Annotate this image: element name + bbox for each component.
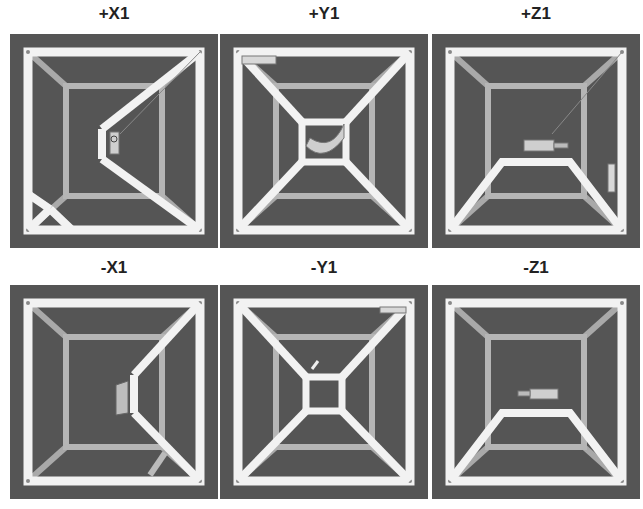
view-panel (432, 285, 640, 499)
view-label: +X1 (99, 4, 130, 24)
view-label: +Z1 (521, 4, 551, 24)
view-label: -X1 (101, 258, 127, 278)
view-panel (10, 34, 218, 248)
view-label: +Y1 (309, 4, 340, 24)
view-panel (10, 285, 218, 499)
view-label: -Y1 (311, 258, 337, 278)
view-panel (432, 34, 640, 248)
view-label: -Z1 (523, 258, 549, 278)
view-panel (220, 285, 428, 499)
view-panel (220, 34, 428, 248)
